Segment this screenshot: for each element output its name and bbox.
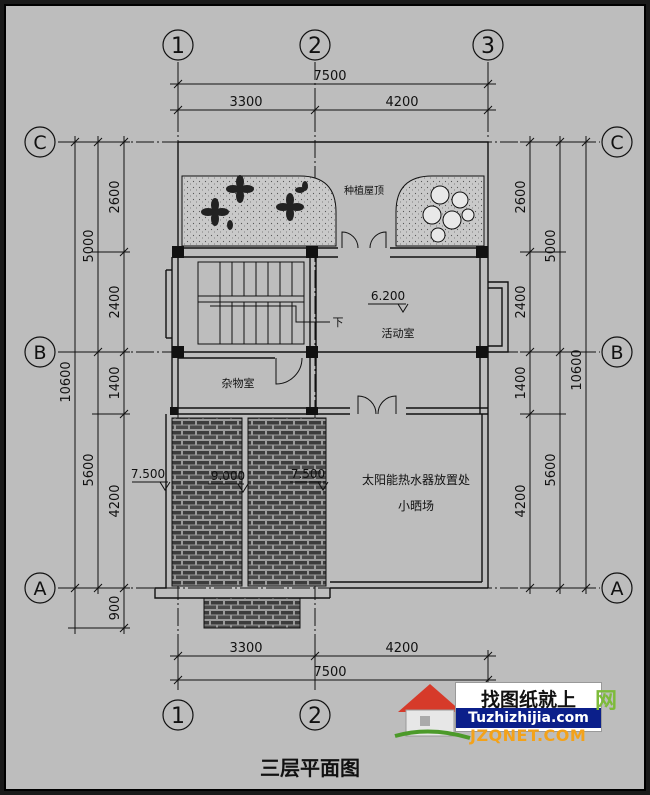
dim-top-a: 3300	[229, 95, 262, 110]
dim-left-s3: 1400	[108, 366, 123, 399]
dim-bottom-a: 3300	[229, 641, 262, 656]
paper-frame	[4, 4, 646, 791]
axis-bubble-right-c	[601, 126, 633, 158]
watermark-wang: 网	[595, 689, 618, 714]
room-label-drying: 小晒场	[398, 499, 434, 513]
elevation-middle: 9.000	[211, 469, 245, 483]
dim-left-s4: 4200	[108, 484, 123, 517]
dim-left-mid-upper: 5000	[82, 229, 97, 262]
dim-left-mid-lower: 5600	[82, 453, 97, 486]
axis-label-left-c: C	[33, 132, 46, 154]
elevation-right: 7.500	[291, 467, 325, 481]
stair-down-label: 下	[333, 316, 344, 329]
axis-bubble-left-c	[24, 126, 56, 158]
house-logo-icon	[394, 684, 471, 740]
axis-label-top-3: 3	[481, 34, 495, 59]
dim-top-total: 7500	[313, 69, 346, 84]
room-label-storage: 杂物室	[222, 376, 255, 390]
axis-bubble-right-a	[601, 572, 633, 604]
planting-roof	[181, 175, 485, 249]
watermark-badge: 找图纸就上 Tuzhizhijia.com	[455, 682, 602, 732]
axis-label-right-b: B	[610, 342, 623, 364]
storage-door	[275, 357, 303, 385]
axis-bubble-top-1	[162, 29, 194, 61]
dim-right-s4: 4200	[514, 484, 529, 517]
axis-bubble-right-b	[601, 336, 633, 368]
axis-label-top-2: 2	[308, 34, 322, 59]
axis-bubble-top-3	[472, 29, 504, 61]
axis-label-right-c: C	[610, 132, 623, 154]
axis-bubble-left-a	[24, 572, 56, 604]
axis-bubble-bottom-2	[299, 699, 331, 731]
elevation-left: 7.500	[131, 467, 165, 481]
planter-left	[181, 175, 337, 247]
dim-left-s5: 900	[108, 596, 123, 621]
tile-roof-right	[247, 417, 327, 587]
dim-right-total: 10600	[570, 349, 585, 390]
flower-icon	[201, 175, 308, 230]
watermark-site: JZQNET.COM	[470, 726, 587, 745]
room-label-activity: 活动室	[382, 326, 415, 340]
dim-right-mid-upper: 5000	[544, 229, 559, 262]
dim-right-mid-lower: 5600	[544, 453, 559, 486]
axis-label-left-a: A	[34, 578, 47, 600]
axis-bubble-bottom-1	[162, 699, 194, 731]
watermark-line1: 找图纸就上	[480, 689, 576, 711]
staircase	[197, 261, 330, 345]
drawing-title: 三层平面图	[260, 756, 360, 780]
dim-bottom-b: 4200	[385, 641, 418, 656]
dim-left-s2: 2400	[108, 285, 123, 318]
room-label-planting-roof: 种植屋顶	[344, 184, 384, 197]
watermark-line2: Tuzhizhijia.com	[456, 708, 601, 728]
tile-roof-left	[171, 417, 243, 587]
dim-top-b: 4200	[385, 95, 418, 110]
axis-bubble-left-b	[24, 336, 56, 368]
axis-label-right-a: A	[611, 578, 624, 600]
dim-bottom-total: 7500	[313, 665, 346, 680]
dim-right-s1: 2600	[514, 180, 529, 213]
shrub-icon	[422, 185, 475, 243]
axis-label-top-1: 1	[171, 34, 185, 59]
axis-label-bottom-2: 2	[308, 704, 322, 729]
north-wall	[178, 141, 489, 248]
dim-left-s1: 2600	[108, 180, 123, 213]
axis-label-bottom-1: 1	[171, 704, 185, 729]
dim-right-s3: 1400	[514, 366, 529, 399]
elevation-activity: 6.200	[371, 289, 405, 303]
dim-right-s2: 2400	[514, 285, 529, 318]
tile-roof-porch	[203, 597, 301, 629]
axis-label-left-b: B	[33, 342, 46, 364]
axis-bubble-top-2	[299, 29, 331, 61]
dim-left-outer-total: 10600	[59, 361, 74, 402]
room-label-solar: 太阳能热水器放置处	[362, 472, 470, 487]
